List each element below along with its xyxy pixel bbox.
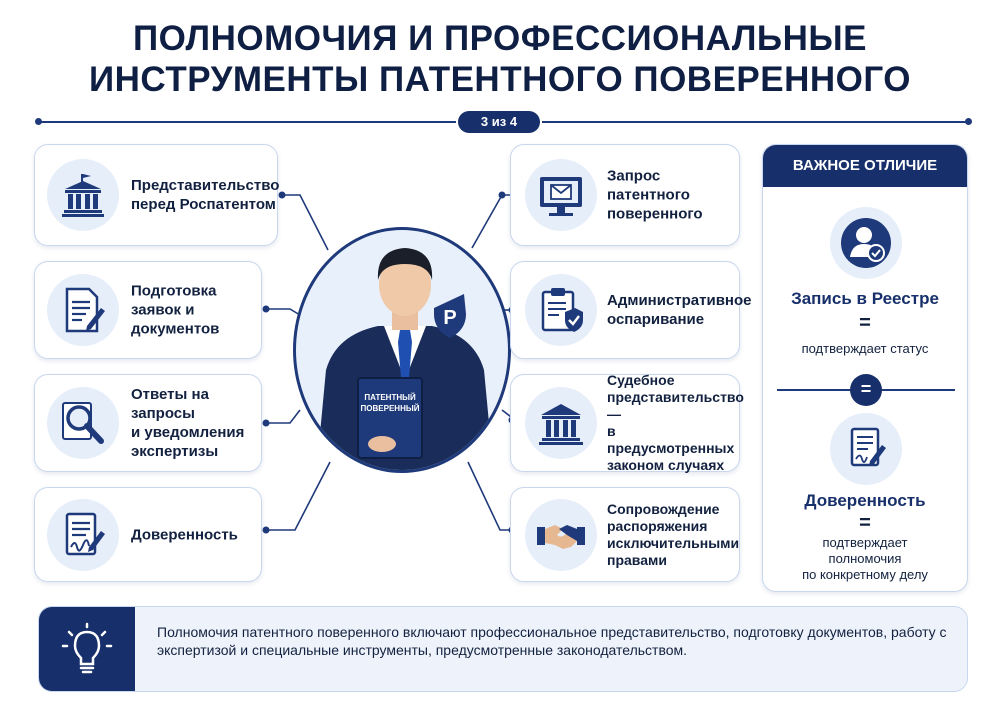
panel-heading: ВАЖНОЕ ОТЛИЧИЕ	[763, 145, 967, 187]
divider-dot-left	[35, 118, 42, 125]
clipboard-shield-icon	[525, 274, 597, 346]
user-check-icon	[830, 207, 902, 279]
handshake-icon	[525, 498, 597, 571]
card-label: Представительство перед Роспатентом	[131, 177, 280, 213]
important-difference-panel: ВАЖНОЕ ОТЛИЧИЕ Запись в Реестре = подтве…	[762, 144, 968, 592]
attorney-figure: P ПАТЕНТНЫЙ ПОВЕРЕННЫЙ	[316, 248, 494, 470]
card-administrative-dispute: Административное оспаривание	[510, 261, 752, 359]
registry-entry-title: Запись в Реестре	[791, 289, 939, 308]
card-applications-preparation: Подготовка заявок и документов	[34, 261, 262, 359]
card-label: Подготовка заявок и документов	[131, 282, 220, 338]
card-attorney-request: Запрос патентного поверенного	[510, 144, 740, 246]
title-line-2: ИНСТРУМЕНТЫ ПАТЕНТНОГО ПОВЕРЕННОГО	[89, 60, 911, 99]
header-divider-left	[38, 121, 456, 123]
card-label: Сопровождение распоряжения исключительны…	[607, 500, 740, 568]
card-examination-responses: Ответы на запросы и уведомления эксперти…	[34, 374, 262, 472]
equals-sign: =	[859, 512, 871, 534]
shield-p-icon: P	[443, 307, 456, 329]
equals-sign: =	[859, 312, 871, 334]
lightbulb-icon	[39, 607, 135, 691]
card-exclusive-rights-support: Сопровождение распоряжения исключительны…	[510, 487, 740, 582]
page-indicator: 3 из 4	[458, 111, 540, 133]
signed-document-icon	[830, 413, 902, 485]
summary-text: Полномочия патентного поверенного включа…	[157, 624, 947, 658]
card-label: Судебное представительство — в предусмот…	[607, 372, 744, 473]
patent-attorney-illustration: P ПАТЕНТНЫЙ ПОВЕРЕННЫЙ	[293, 227, 511, 473]
courthouse-icon	[525, 387, 597, 459]
registry-entry-desc: подтверждает статус	[801, 341, 929, 356]
equals-badge: =	[850, 374, 882, 406]
card-power-of-attorney: Доверенность	[34, 487, 262, 582]
divider-dot-right	[965, 118, 972, 125]
title-line-1: ПОЛНОМОЧИЯ И ПРОФЕССИОНАЛЬНЫЕ	[133, 19, 867, 58]
card-rospatent-representation: Представительство перед Роспатентом	[34, 144, 280, 246]
magnifier-icon	[47, 387, 119, 459]
signed-document-icon	[47, 498, 119, 571]
power-of-attorney-desc: подтверждает полномочия по конкретному д…	[802, 535, 928, 582]
page-title: ПОЛНОМОЧИЯ И ПРОФЕССИОНАЛЬНЫЕ ИНСТРУМЕНТ…	[0, 18, 1000, 100]
card-label: Запрос патентного поверенного	[607, 167, 703, 223]
card-label: Административное оспаривание	[607, 292, 752, 328]
summary-banner: Полномочия патентного поверенного включа…	[38, 606, 968, 692]
book-title-line-2: ПОВЕРЕННЫЙ	[361, 404, 420, 413]
power-of-attorney-title: Доверенность	[804, 491, 926, 510]
document-pencil-icon	[47, 274, 119, 346]
book-title-line-1: ПАТЕНТНЫЙ	[364, 393, 416, 402]
monitor-mail-icon	[525, 159, 597, 231]
government-building-icon	[47, 159, 119, 231]
card-label: Ответы на запросы и уведомления эксперти…	[131, 386, 245, 460]
card-label: Доверенность	[131, 526, 238, 543]
card-court-representation: Судебное представительство — в предусмот…	[510, 372, 744, 473]
header-divider-right	[542, 121, 968, 123]
